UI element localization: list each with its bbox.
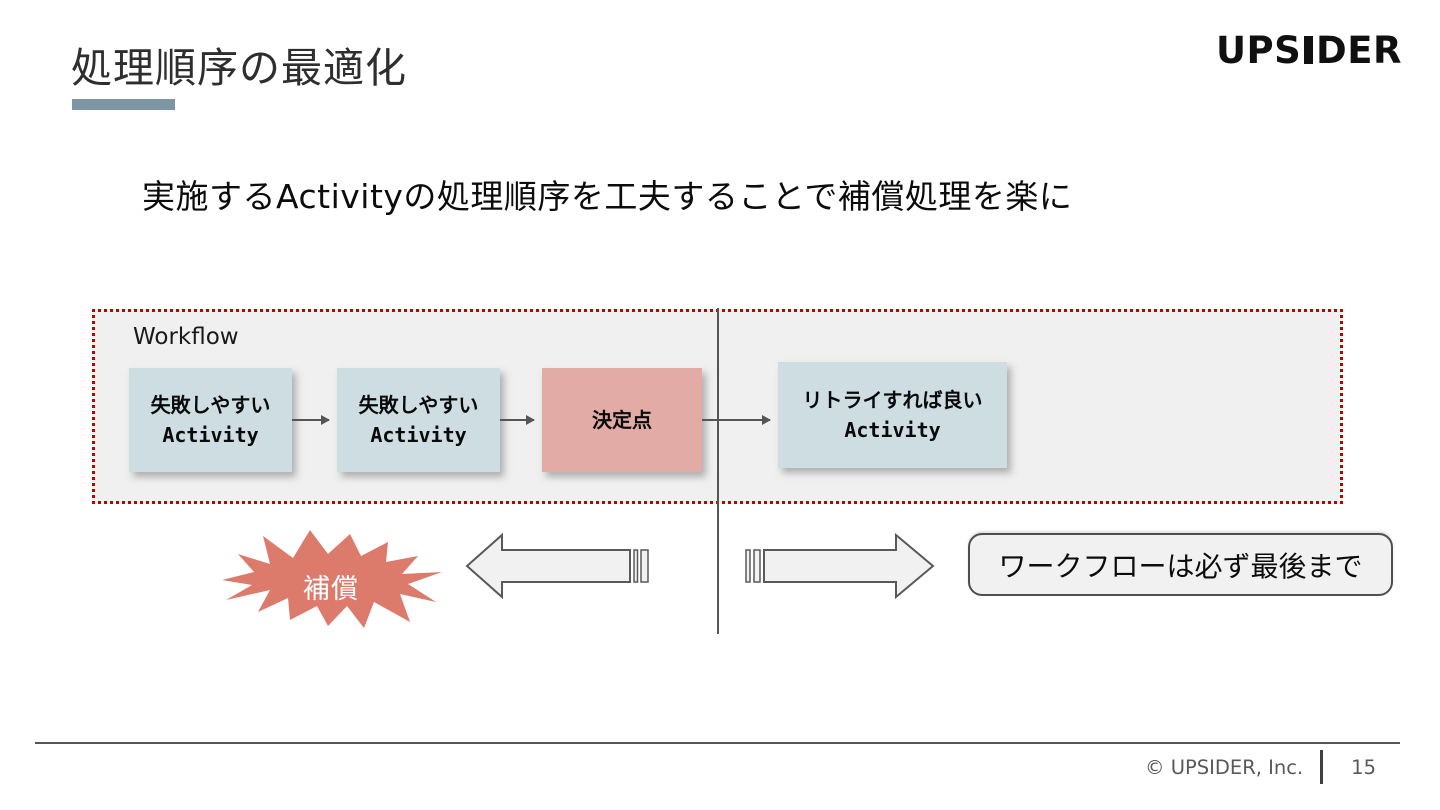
burst-label: 補償 xyxy=(303,573,359,605)
workflow-label: Workflow xyxy=(133,324,239,350)
workflow-callout-box: ワークフローは必ず最後まで xyxy=(968,533,1393,596)
footer: © UPSIDER, Inc. 15 xyxy=(1145,749,1376,785)
compensation-burst: 補償 xyxy=(218,528,444,632)
upsider-logo: UPS DER xyxy=(1216,28,1402,72)
right-striped-arrow-icon xyxy=(745,532,935,600)
node-label: 決定点 xyxy=(592,408,652,432)
flow-arrow-3 xyxy=(702,415,771,425)
node-sublabel: Activity xyxy=(162,423,259,447)
copyright-text: © UPSIDER, Inc. xyxy=(1145,755,1304,779)
flow-arrow-1 xyxy=(292,415,330,425)
page-title: 処理順序の最適化 xyxy=(71,44,407,92)
workflow-node-fragile-activity-2: 失敗しやすい Activity xyxy=(337,368,500,472)
page-number: 15 xyxy=(1351,755,1376,779)
title-accent-bar xyxy=(72,99,175,110)
workflow-node-decision-point: 決定点 xyxy=(542,368,702,472)
callout-label: ワークフローは必ず最後まで xyxy=(998,549,1363,583)
decision-divider-line xyxy=(717,308,719,634)
footer-divider-line xyxy=(35,742,1400,744)
left-striped-arrow-icon xyxy=(465,532,649,600)
logo-i-bar-icon xyxy=(1304,36,1314,64)
node-label: リトライすれば良い xyxy=(802,388,983,412)
node-sublabel: Activity xyxy=(370,423,467,447)
flow-arrow-2 xyxy=(500,415,535,425)
node-sublabel: Activity xyxy=(844,418,941,442)
workflow-node-fragile-activity-1: 失敗しやすい Activity xyxy=(129,368,292,472)
logo-text-left: UPS xyxy=(1216,28,1302,72)
slide-subtitle: 実施するActivityの処理順序を工夫することで補償処理を楽に xyxy=(142,177,1073,216)
node-label: 失敗しやすい xyxy=(358,393,479,417)
logo-text-right: DER xyxy=(1316,28,1402,72)
explosion-shape-icon xyxy=(222,530,442,628)
footer-separator-bar xyxy=(1320,750,1324,784)
workflow-node-retryable-activity: リトライすれば良い Activity xyxy=(778,362,1007,468)
node-label: 失敗しやすい xyxy=(150,393,271,417)
